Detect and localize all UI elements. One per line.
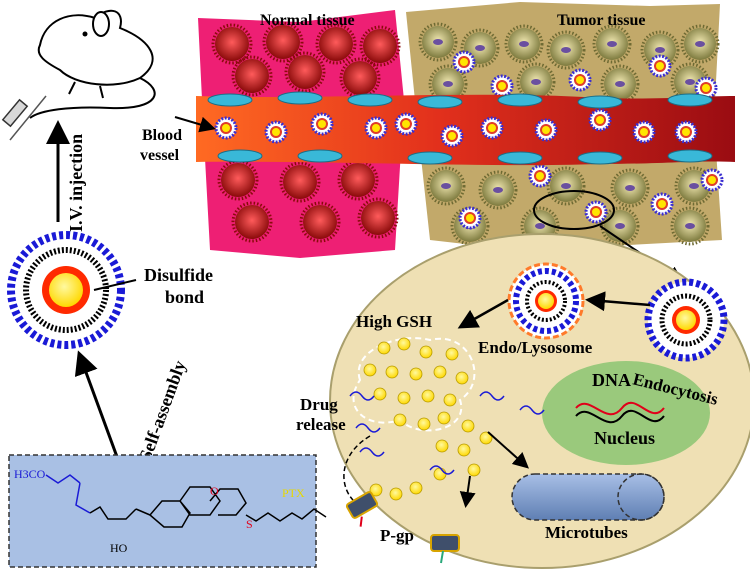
mouse-illustration <box>29 9 156 119</box>
efflux-arrow <box>459 475 476 508</box>
blood-vessel <box>196 91 735 166</box>
micelle-nanoparticle <box>7 231 125 349</box>
endo-lysosome-label: Endo/Lysosome <box>478 338 593 357</box>
h3co-label: H3CO <box>14 467 46 481</box>
pgp-pump-2 <box>430 534 460 564</box>
blood-vessel-pointer <box>174 116 216 133</box>
drug-cloud <box>352 337 493 501</box>
endocytosis-micelle <box>644 278 728 362</box>
microtubes <box>511 473 665 521</box>
endocytosis-arrow <box>585 291 651 312</box>
microtubes-arrow <box>487 431 529 469</box>
efflux-path <box>343 435 371 507</box>
pgp-pump-1 <box>345 491 379 527</box>
ho-label: HO <box>110 541 128 555</box>
disulfide-pointer <box>93 279 137 291</box>
vessel-label: vessel <box>140 147 180 164</box>
nucleus-label: Nucleus <box>594 428 655 448</box>
microtubes-label: Microtubes <box>545 523 628 542</box>
highlight-ellipse <box>533 190 615 230</box>
pgp-label: P-gp <box>380 526 414 545</box>
o-atom-label: O <box>210 484 219 498</box>
chemical-formula-box: H3CO O S PTX HO <box>8 454 327 568</box>
self-assembly-arrow <box>74 350 122 466</box>
tumor-tissue-label: Tumor tissue <box>557 12 645 29</box>
s-atom-label: S <box>246 517 253 531</box>
polymer-chains <box>349 391 545 475</box>
syringe-illustration <box>1 95 47 141</box>
dna-label: DNA <box>592 370 631 390</box>
iv-injection-label: I.V. injection <box>66 134 86 232</box>
bond-label: bond <box>165 287 204 307</box>
self-assembly-label: Self-assembly <box>135 358 190 464</box>
drug-label: Drug <box>300 395 338 414</box>
release-label: release <box>296 415 346 434</box>
high-gsh-label: High GSH <box>356 312 432 331</box>
endo-lysosome-micelle <box>507 262 585 340</box>
ptx-label: PTX <box>282 486 305 500</box>
nucleus <box>542 361 710 465</box>
lysosome-arrow <box>457 298 509 329</box>
disulfide-label: Disulfide <box>144 265 213 285</box>
normal-tissue-label: Normal tissue <box>260 12 355 29</box>
blood-label: Blood <box>142 127 182 144</box>
